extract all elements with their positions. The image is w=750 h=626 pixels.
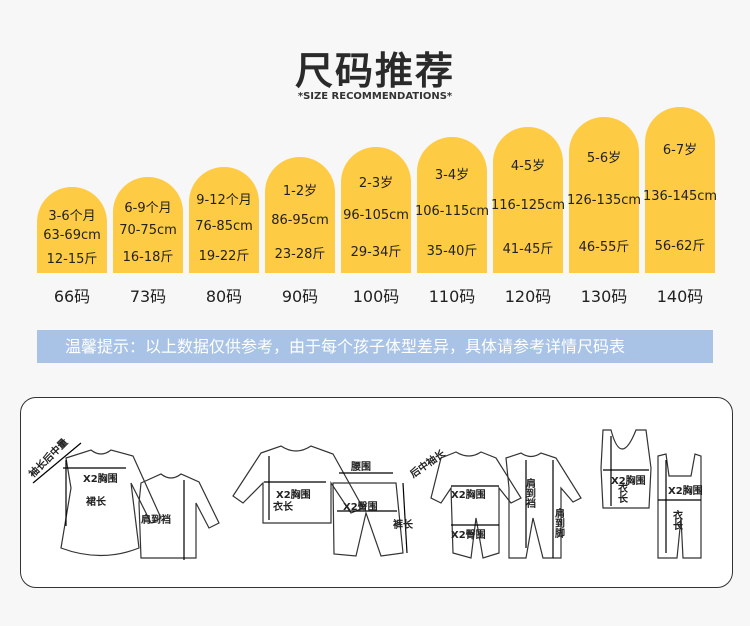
size-age: 2-3岁 (358, 175, 394, 191)
size-code: 73码 (129, 287, 167, 306)
size-height: 136-145cm (642, 188, 718, 204)
bodysuit-outline (138, 473, 220, 559)
size-code: 100码 (352, 287, 400, 306)
size-height: 63-69cm (43, 228, 101, 244)
tank-outline (600, 429, 652, 509)
page-title: 尺码推荐 (294, 49, 455, 93)
size-weight: 56-62斤 (654, 238, 706, 254)
size-bar: 9-12个月 76-85cm 19-22斤 (189, 167, 259, 273)
label-skirt: 裙长 (86, 495, 107, 508)
size-bar: 3-4岁 106-115cm 35-40斤 (414, 137, 490, 273)
size-age: 5-6岁 (586, 150, 622, 166)
shirt-outline (232, 445, 364, 524)
label-shoulder-crotch-2: 肩到裆 (524, 477, 537, 509)
size-age: 3-6个月 (48, 209, 96, 225)
size-weight: 19-22斤 (198, 248, 250, 264)
size-age: 9-12个月 (196, 192, 252, 208)
label-chest-2: X2胸围 (276, 488, 311, 501)
size-weight: 35-40斤 (426, 243, 478, 259)
size-height: 70-75cm (119, 223, 177, 239)
size-height: 96-105cm (343, 208, 409, 224)
label-body-length: 衣长 (273, 500, 294, 513)
size-code: 110码 (428, 287, 476, 306)
size-bar: 6-7岁 136-145cm 56-62斤 (642, 107, 718, 273)
notice-banner: 温馨提示：以上数据仅供参考，由于每个孩子体型差异，具体请参考详情尺码表 (37, 330, 713, 363)
size-age: 6-7岁 (662, 142, 698, 158)
label-hip: X2臀围 (343, 501, 378, 513)
label-chest-5: X2胸围 (668, 484, 703, 497)
size-bar: 4-5岁 116-125cm 41-45斤 (490, 127, 566, 273)
label-shoulder-foot: 肩到脚 (553, 507, 565, 539)
label-hip-2: X2臀围 (451, 529, 486, 541)
size-code: 90码 (281, 287, 319, 306)
size-code: 80码 (205, 287, 243, 306)
size-weight: 12-15斤 (46, 251, 98, 267)
dress-outline (60, 449, 162, 557)
size-code: 66码 (53, 287, 91, 306)
label-chest-4: X2胸围 (611, 474, 646, 487)
size-bar: 3-6个月 63-69cm 12-15斤 (37, 187, 107, 273)
size-weight: 29-34斤 (350, 245, 402, 261)
label-shoulder-crotch: 肩到裆 (141, 513, 171, 526)
size-bar: 2-3岁 96-105cm 29-34斤 (341, 147, 411, 273)
size-age: 4-5岁 (510, 159, 546, 175)
measurement-diagram: 袖长后中量 X2胸围 裙长 肩到裆 X2胸围 衣长 腰围 X2臀围 裤长 后中袖… (20, 397, 733, 588)
romper-outline (430, 451, 522, 559)
overalls-outline (657, 453, 702, 559)
label-body-length-3: 衣长 (671, 509, 683, 531)
size-code: 140码 (656, 287, 704, 306)
size-age: 1-2岁 (282, 184, 318, 200)
page-subtitle: *SIZE RECOMMENDATIONS* (297, 91, 453, 102)
size-age: 6-9个月 (124, 200, 172, 216)
size-age: 3-4岁 (434, 167, 470, 183)
size-code: 130码 (580, 287, 628, 306)
size-height: 86-95cm (271, 213, 329, 229)
size-weight: 46-55斤 (578, 240, 630, 256)
label-body-length-2: 衣长 (616, 482, 628, 504)
size-bar: 5-6岁 126-135cm 46-55斤 (566, 117, 642, 273)
size-weight: 16-18斤 (122, 250, 174, 266)
label-pants-length: 裤长 (393, 518, 414, 531)
label-waist: 腰围 (350, 461, 371, 473)
romper2-outline (505, 452, 582, 559)
size-code: 120码 (504, 287, 552, 306)
label-chest-3: X2胸围 (451, 488, 486, 501)
label-chest: X2胸围 (83, 472, 118, 485)
label-back-sleeve: 后中袖长 (407, 446, 448, 480)
size-weight: 23-28斤 (274, 246, 326, 262)
size-height: 116-125cm (490, 198, 566, 214)
size-bar: 1-2岁 86-95cm 23-28斤 (265, 157, 335, 273)
size-height: 106-115cm (414, 203, 490, 219)
size-bar: 6-9个月 70-75cm 16-18斤 (113, 177, 183, 273)
size-height: 126-135cm (566, 193, 642, 209)
size-weight: 41-45斤 (502, 241, 554, 257)
pants-outline (332, 482, 404, 557)
size-height: 76-85cm (195, 218, 253, 234)
